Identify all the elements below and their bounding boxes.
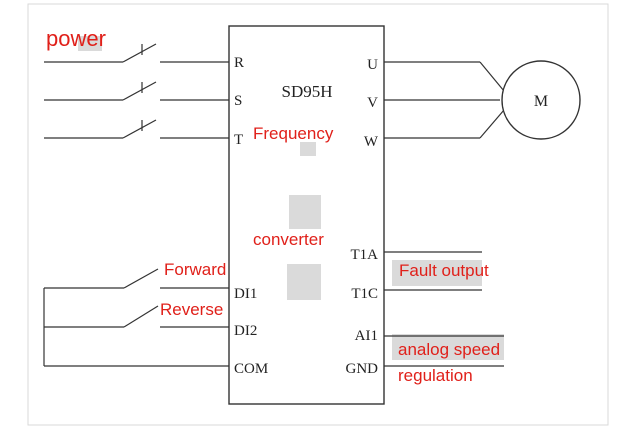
terminal-s: S [234,93,242,109]
control-input-wiring [43,268,229,367]
terminal-ai1: AI1 [355,328,378,344]
motor-label: M [534,93,548,110]
annotation-power: power [46,26,106,51]
terminal-t1a: T1A [351,247,379,263]
terminal-di2: DI2 [234,323,257,339]
terminal-u: U [367,57,378,73]
annotation-fault-output: Fault output [399,261,489,280]
terminal-com: COM [234,361,268,377]
motor-wiring [384,61,505,139]
annotation-converter: converter [253,230,324,249]
annotation-analog-line1: analog speed [398,340,500,359]
motor-symbol [501,60,581,140]
blur-mark [287,264,321,300]
blur-mark [392,260,482,286]
annotation-reverse: Reverse [160,300,223,319]
terminal-w: W [364,134,379,150]
annotation-forward: Forward [164,260,226,279]
blur-mark [78,36,102,51]
power-input-wiring [44,43,229,139]
annotation-frequency: Frequency [253,124,334,143]
blur-mark [300,142,316,156]
terminal-t1c: T1C [351,286,378,302]
terminal-t: T [234,132,243,148]
blur-mark [289,195,321,229]
terminal-v: V [367,95,378,111]
drive-model-label: SD95H [281,82,332,101]
blur-mark [392,334,504,360]
outer-frame [27,3,609,426]
annotation-analog-line2: regulation [398,366,473,385]
terminal-gnd: GND [346,361,379,377]
output-wiring [384,251,504,367]
drive-box [228,25,385,405]
terminal-di1: DI1 [234,286,257,302]
terminal-r: R [234,55,244,71]
